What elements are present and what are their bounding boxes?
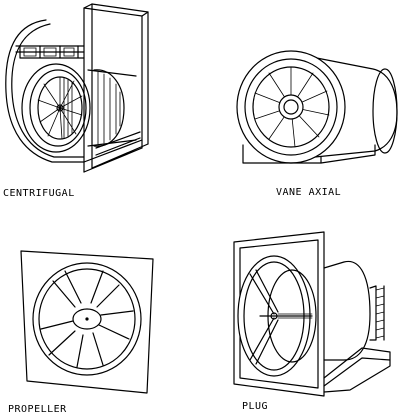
vane-axial-fan-drawing <box>236 50 398 164</box>
label-propeller: PROPELLER <box>8 404 67 415</box>
label-plug: PLUG <box>242 401 269 412</box>
centrifugal-fan-drawing <box>5 3 149 173</box>
plug-fan-drawing <box>233 231 391 397</box>
label-vane-axial: VANE AXIAL <box>276 187 342 198</box>
label-centrifugal: CENTRIFUGAL <box>3 188 75 199</box>
propeller-fan-drawing <box>20 250 154 394</box>
